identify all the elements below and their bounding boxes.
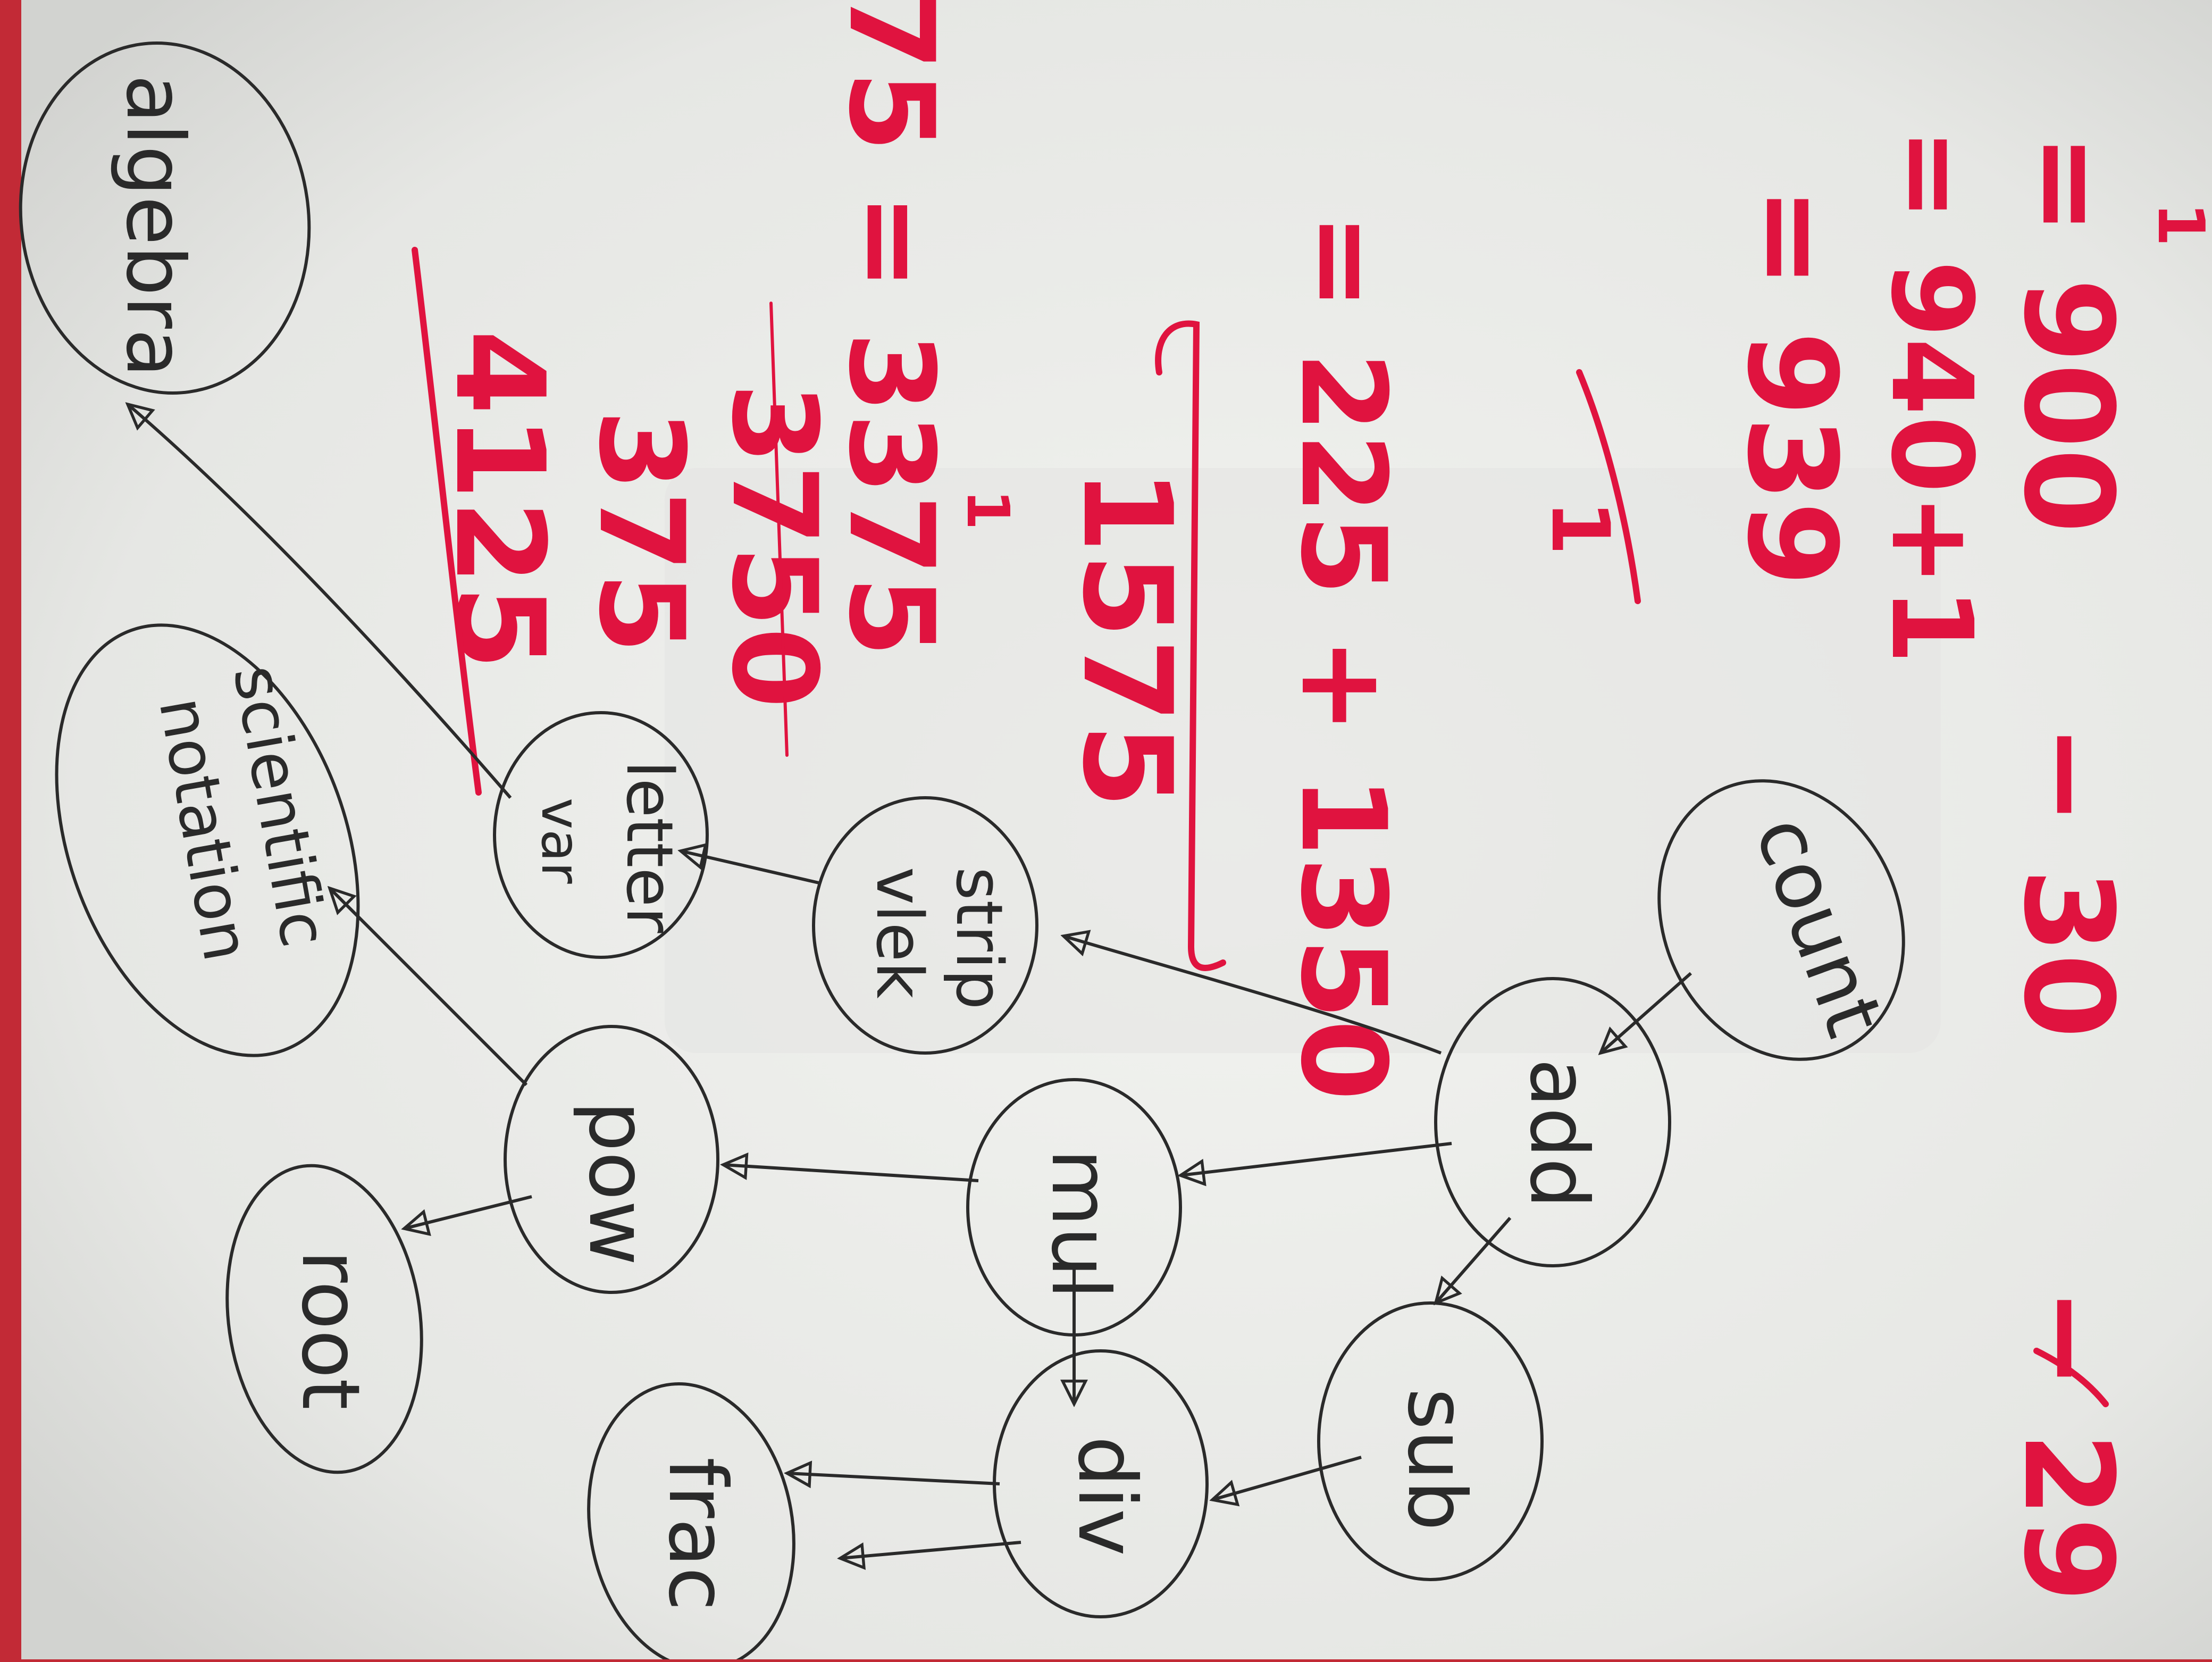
label-sub: sub <box>1390 1388 1482 1531</box>
math-carry: 1 <box>2143 202 2212 247</box>
mind-map-edges <box>128 404 1692 1558</box>
math-borrow: 1 <box>1534 500 1626 555</box>
node-sub-outline <box>1317 1301 1544 1581</box>
edge-letter-algebra <box>128 404 512 799</box>
math-carry-small: 1 <box>954 489 1022 530</box>
node-count-outline <box>1657 779 1905 1061</box>
math-4125: 4125 <box>428 330 570 670</box>
mind-map-nodes <box>19 41 1905 1662</box>
label-letter-bottom: var <box>530 798 592 884</box>
label-root: root <box>284 1250 376 1410</box>
edge-div-frac-2 <box>840 1541 1021 1558</box>
edge-mul-pow <box>723 1165 979 1182</box>
node-strip-outline <box>812 796 1038 1055</box>
math-940: = 940+1 <box>1866 128 1997 665</box>
math-left-eq: 75 = 3375 <box>823 0 959 657</box>
edge-count-add <box>1601 972 1692 1053</box>
edge-div-frac <box>787 1473 1000 1484</box>
paper-shadow <box>665 468 1941 1053</box>
red-math-annotations: = 900 − 30 − 29 1 = 940+1 = 939 1 = 225 … <box>428 0 2212 1602</box>
math-1575: 1575 <box>1055 468 1197 808</box>
math-375: 375 <box>573 410 709 654</box>
math-939: = 939 <box>1720 186 1862 587</box>
node-algebra-outline <box>19 41 311 395</box>
label-strip-bottom: vlek <box>862 867 936 999</box>
red-strokes <box>412 247 2109 1407</box>
node-div-outline <box>993 1349 1209 1618</box>
node-mul-outline <box>966 1078 1182 1337</box>
edge-add-sub <box>1436 1217 1512 1303</box>
node-root-outline <box>225 1164 423 1474</box>
label-pow: pow <box>571 1101 664 1266</box>
edge-strip-letter <box>681 851 819 884</box>
node-frac-outline <box>587 1382 795 1662</box>
node-add-outline <box>1434 977 1671 1267</box>
mind-map-labels: algebra count add sub mul div frac pow r… <box>108 74 1900 1611</box>
label-frac: frac <box>651 1457 743 1611</box>
label-mul: mul <box>1034 1149 1126 1299</box>
edge-pow-sci <box>330 888 528 1087</box>
node-pow-outline <box>504 1025 719 1294</box>
label-div: div <box>1060 1436 1153 1556</box>
node-sci-outline <box>55 623 360 1057</box>
label-algebra: algebra <box>108 74 201 378</box>
edge-add-strip <box>1063 936 1442 1055</box>
math-top-t2: − 30 <box>1997 723 2139 1039</box>
node-letter-outline <box>493 711 709 959</box>
math-top-t3: − 29 <box>1997 1287 2139 1602</box>
math-sum: = 225 + 1350 <box>1275 213 1411 1101</box>
math-top-t1: = 900 <box>1997 133 2139 533</box>
label-add: add <box>1512 1058 1605 1208</box>
label-letter-top: letter <box>612 761 686 933</box>
label-strip-top: strip <box>942 867 1016 1009</box>
edge-add-mul <box>1180 1142 1452 1175</box>
edge-sub-div <box>1212 1456 1362 1500</box>
